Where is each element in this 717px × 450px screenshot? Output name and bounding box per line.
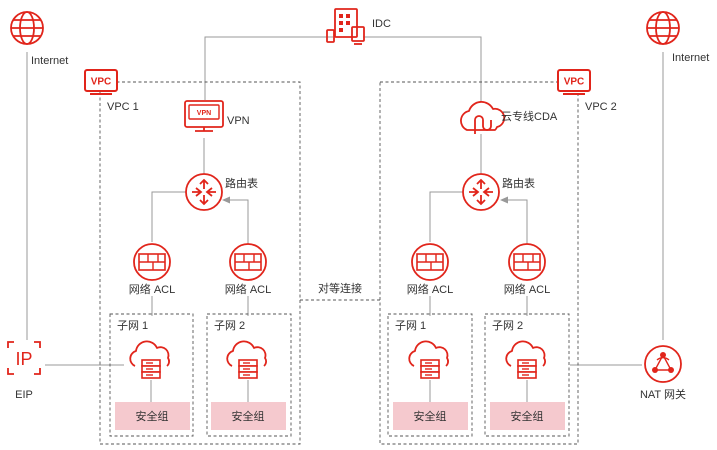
eip-badge-text: IP (15, 349, 32, 369)
subnet1-boundary (109, 313, 194, 437)
security-group-box (393, 402, 468, 430)
router-left-label: 路由表 (225, 176, 258, 190)
router-right-label: 路由表 (502, 176, 535, 190)
security-group-label: 安全组 (232, 409, 265, 423)
router-icon (462, 173, 500, 211)
security-group-box (115, 402, 190, 430)
acl3-label: 网络 ACL (407, 282, 453, 296)
acl2-label: 网络 ACL (225, 282, 271, 296)
acl4-router2-link (508, 199, 528, 262)
vpc2-boundary (379, 81, 579, 445)
cloud-server-icon (226, 340, 267, 379)
eip-icon: IP (6, 340, 42, 376)
router-icon (185, 173, 223, 211)
security-group-box (211, 402, 286, 430)
vpn-icon: VPN (184, 100, 224, 132)
vpc1-boundary (99, 81, 301, 445)
cda-label: 云专线CDA (501, 109, 558, 123)
subnet3-label: 子网 1 (395, 319, 426, 332)
building-icon (326, 8, 365, 45)
subnet4-label: 子网 2 (492, 319, 523, 332)
idc-label: IDC (372, 18, 391, 30)
subnet3-boundary (387, 313, 473, 437)
vpc2-label: VPC 2 (585, 101, 617, 113)
vpc-badge-icon: VPC (84, 69, 118, 95)
subnet2-boundary (206, 313, 292, 437)
firewall-icon (229, 243, 267, 281)
globe-icon (10, 11, 44, 45)
nat-gateway-icon (644, 345, 682, 383)
firewall-icon (508, 243, 546, 281)
acl1-label: 网络 ACL (129, 282, 175, 296)
arrow-head (222, 196, 230, 204)
security-group-label: 安全组 (136, 409, 169, 423)
vpn-label: VPN (227, 115, 250, 127)
vpc1-label: VPC 1 (107, 101, 139, 113)
globe-icon (646, 11, 680, 45)
router1-acl1-link (151, 191, 186, 242)
cloud-direct-connect-icon (460, 100, 506, 134)
security-group-label: 安全组 (511, 409, 544, 423)
peering-label: 对等连接 (318, 281, 362, 295)
acl4-label: 网络 ACL (504, 282, 550, 296)
cloud-server-icon (505, 340, 546, 379)
vpc2-badge-text: VPC (564, 77, 585, 88)
vpn-badge-text: VPN (197, 110, 211, 117)
idc-vpn-link (204, 36, 333, 100)
internet-left-label: Internet (31, 55, 68, 67)
cloud-server-icon (129, 340, 170, 379)
firewall-icon (411, 243, 449, 281)
subnet2-label: 子网 2 (214, 319, 245, 332)
idc-cda-link (363, 36, 482, 102)
connection-lines (26, 36, 664, 402)
security-group-box (490, 402, 565, 430)
firewall-icon (133, 243, 171, 281)
security-group-label: 安全组 (414, 409, 447, 423)
nat-label: NAT 网关 (640, 387, 686, 401)
arrow-head (500, 196, 508, 204)
vpc1-badge-text: VPC (91, 77, 112, 88)
vpc-badge-icon: VPC (557, 69, 591, 95)
router2-acl3-link (429, 191, 463, 242)
acl2-router1-link (230, 199, 249, 262)
cloud-server-icon (408, 340, 449, 379)
eip-label: EIP (15, 389, 33, 401)
internet-right-label: Internet (672, 52, 709, 64)
subnet4-boundary (484, 313, 570, 437)
subnet1-label: 子网 1 (117, 319, 148, 332)
